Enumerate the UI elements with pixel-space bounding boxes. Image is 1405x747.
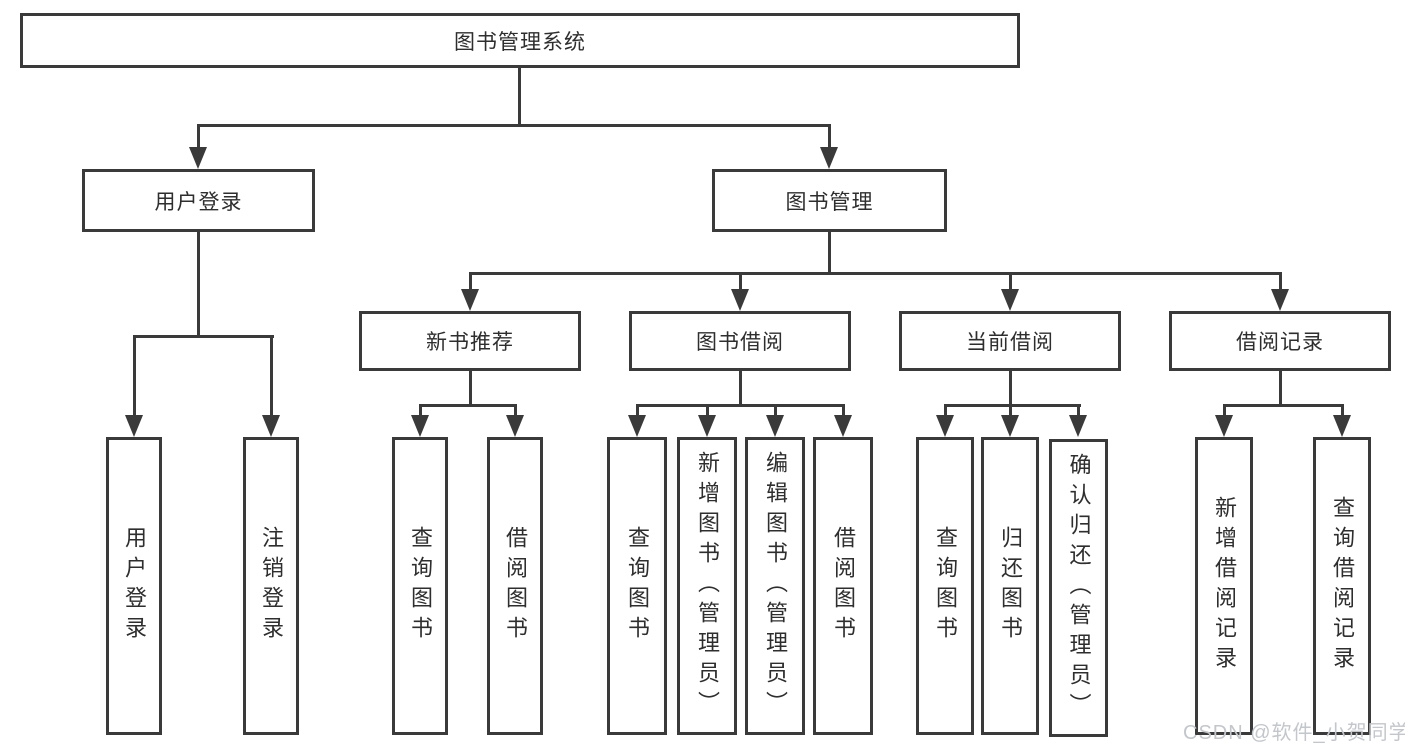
leaf-borrow-query-books-label: 查询图书 (625, 526, 650, 646)
leaf-current-query-books-label: 查询图书 (933, 526, 958, 646)
leaf-records-query-record: 查询借阅记录 (1313, 437, 1371, 735)
connector-line (133, 335, 274, 338)
node-book-management-label: 图书管理 (785, 190, 874, 214)
connector-line (1009, 371, 1012, 406)
leaf-records-add-record-label: 新增借阅记录 (1212, 496, 1237, 676)
arrowhead-down-icon (125, 415, 143, 437)
node-borrow-records: 借阅记录 (1169, 311, 1391, 371)
connector-line (514, 407, 517, 417)
connector-line (739, 275, 742, 289)
connector-line (1077, 407, 1080, 417)
connector-line (739, 371, 742, 406)
arrowhead-down-icon (1001, 415, 1019, 437)
connector-line (1279, 275, 1282, 289)
leaf-user-login-label: 用户登录 (122, 526, 147, 646)
arrowhead-down-icon (506, 415, 524, 437)
node-user-login-label: 用户登录 (154, 190, 243, 214)
arrowhead-down-icon (1271, 289, 1289, 311)
node-new-book-recommend: 新书推荐 (359, 311, 581, 371)
connector-line (1279, 371, 1282, 406)
arrowhead-down-icon (1215, 415, 1233, 437)
connector-line (469, 371, 472, 406)
leaf-recommend-query-books-label: 查询图书 (408, 526, 433, 646)
leaf-current-query-books: 查询图书 (916, 437, 974, 735)
arrowhead-down-icon (1001, 289, 1019, 311)
connector-line (469, 275, 472, 289)
connector-line (197, 232, 200, 337)
arrowhead-down-icon (766, 415, 784, 437)
node-root: 图书管理系统 (20, 13, 1020, 68)
arrowhead-down-icon (411, 415, 429, 437)
connector-line (944, 404, 1081, 407)
leaf-records-add-record: 新增借阅记录 (1195, 437, 1253, 735)
leaf-user-login: 用户登录 (106, 437, 162, 735)
connector-line (706, 407, 709, 417)
connector-line (270, 338, 273, 416)
connector-line (518, 68, 521, 126)
connector-line (197, 124, 831, 127)
csdn-watermark: CSDN @软件_小贺同学 (1183, 722, 1405, 744)
leaf-borrow-borrow-books: 借阅图书 (813, 437, 873, 735)
connector-line (828, 232, 831, 274)
connector-line (133, 338, 136, 416)
arrowhead-down-icon (698, 415, 716, 437)
leaf-records-query-record-label: 查询借阅记录 (1330, 496, 1355, 676)
node-book-borrow: 图书借阅 (629, 311, 851, 371)
arrowhead-down-icon (189, 147, 207, 169)
arrowhead-down-icon (820, 147, 838, 169)
leaf-current-confirm-return-admin: 确认归还（管理员） (1049, 439, 1108, 737)
connector-line (1009, 407, 1012, 417)
node-book-management: 图书管理 (712, 169, 947, 232)
leaf-borrow-edit-books-admin: 编辑图书（管理员） (745, 437, 805, 735)
connector-line (636, 404, 845, 407)
leaf-borrow-edit-books-admin-label: 编辑图书（管理员） (763, 451, 788, 721)
arrowhead-down-icon (262, 415, 280, 437)
leaf-borrow-query-books: 查询图书 (607, 437, 667, 735)
node-user-login: 用户登录 (82, 169, 315, 232)
leaf-borrow-borrow-books-label: 借阅图书 (831, 526, 856, 646)
connector-line (197, 127, 200, 149)
connector-line (1223, 404, 1344, 407)
leaf-recommend-borrow-books: 借阅图书 (487, 437, 543, 735)
connector-line (842, 407, 845, 417)
connector-line (419, 404, 517, 407)
node-new-book-recommend-label: 新书推荐 (426, 331, 514, 354)
leaf-recommend-query-books: 查询图书 (392, 437, 448, 735)
arrowhead-down-icon (936, 415, 954, 437)
arrowhead-down-icon (628, 415, 646, 437)
connector-line (469, 272, 1282, 275)
leaf-current-confirm-return-admin-label: 确认归还（管理员） (1066, 453, 1092, 723)
leaf-current-return-books-label: 归还图书 (998, 526, 1023, 646)
connector-line (1223, 407, 1226, 417)
connector-line (944, 407, 947, 417)
node-book-borrow-label: 图书借阅 (696, 331, 784, 354)
connector-line (419, 407, 422, 417)
connector-line (1009, 275, 1012, 289)
connector-line (636, 407, 639, 417)
leaf-recommend-borrow-books-label: 借阅图书 (503, 526, 528, 646)
arrowhead-down-icon (1069, 415, 1087, 437)
node-current-borrow: 当前借阅 (899, 311, 1121, 371)
node-borrow-records-label: 借阅记录 (1236, 331, 1324, 354)
leaf-logout-label: 注销登录 (259, 526, 284, 646)
leaf-logout: 注销登录 (243, 437, 299, 735)
arrowhead-down-icon (1333, 415, 1351, 437)
connector-line (828, 127, 831, 149)
connector-line (774, 407, 777, 417)
arrowhead-down-icon (731, 289, 749, 311)
connector-line (1341, 407, 1344, 417)
leaf-borrow-add-books-admin: 新增图书（管理员） (677, 437, 737, 735)
arrowhead-down-icon (461, 289, 479, 311)
arrowhead-down-icon (834, 415, 852, 437)
leaf-borrow-add-books-admin-label: 新增图书（管理员） (695, 451, 720, 721)
node-current-borrow-label: 当前借阅 (966, 331, 1054, 354)
leaf-current-return-books: 归还图书 (981, 437, 1039, 735)
node-root-label: 图书管理系统 (454, 30, 586, 54)
